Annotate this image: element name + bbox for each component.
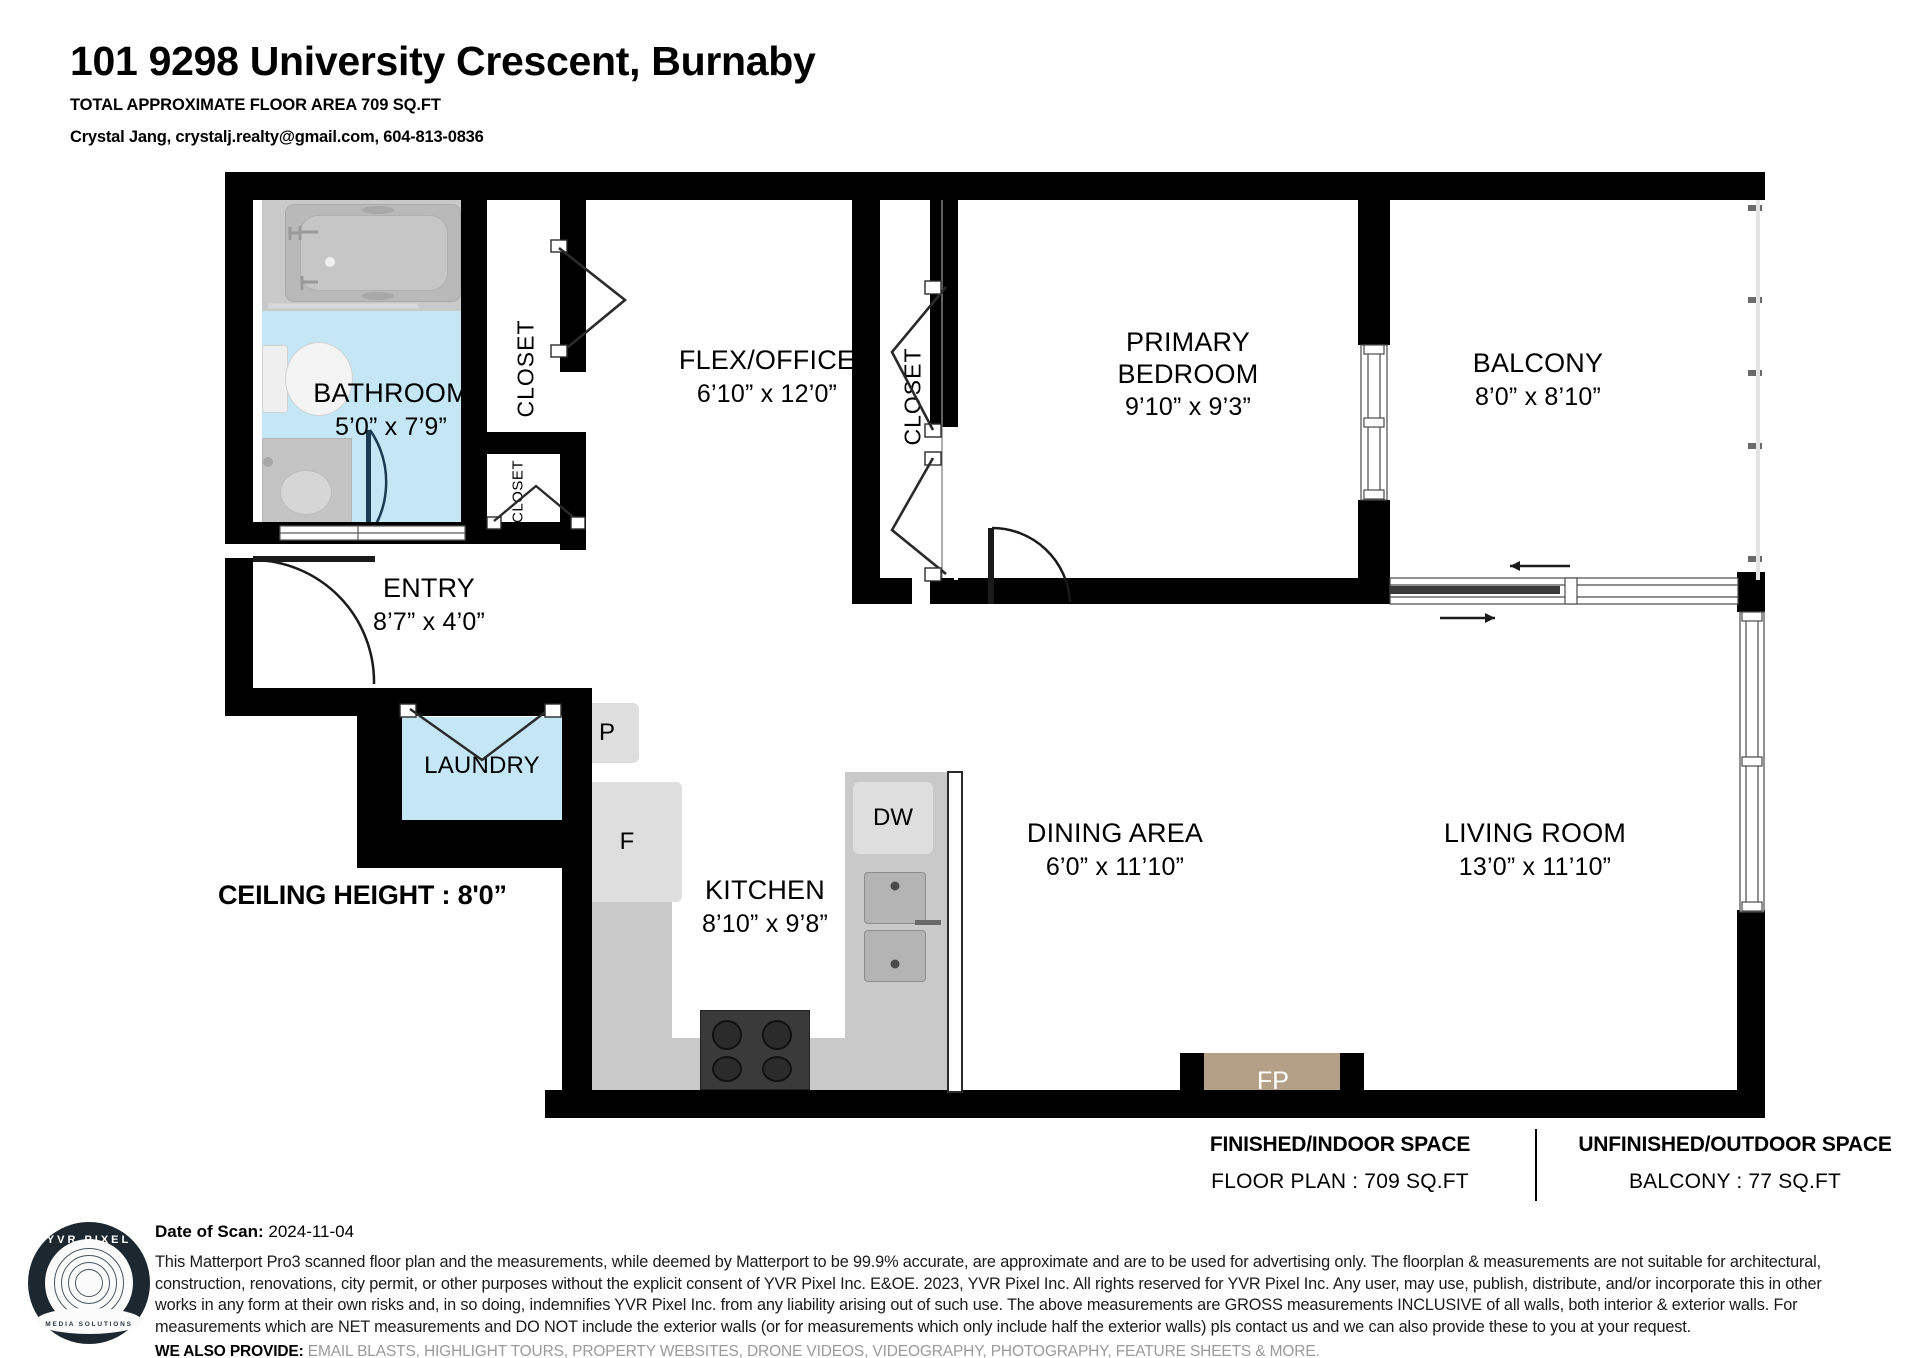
room-label-flex: FLEX/OFFICE 6’10” x 12’0” xyxy=(637,345,897,409)
room-name-living: LIVING ROOM xyxy=(1443,818,1627,848)
room-dim-entry: 8’7” x 4’0” xyxy=(373,607,485,636)
window-bedroom-balcony-slider xyxy=(1361,345,1387,500)
room-name-primary-line2: BEDROOM xyxy=(1117,358,1259,389)
services-line: WE ALSO PROVIDE: EMAIL BLASTS, HIGHLIGHT… xyxy=(155,1343,1895,1358)
room-label-balcony: BALCONY 8’0” x 8’10” xyxy=(1408,348,1668,412)
wall-bathroom-bottom xyxy=(225,522,475,544)
room-label-laundry: LAUNDRY xyxy=(392,752,572,780)
closet-label-entry-small: CLOSET xyxy=(509,460,527,524)
ceiling-height-note: CEILING HEIGHT : 8'0” xyxy=(218,880,507,910)
room-dim-bathroom: 5’0” x 7’9” xyxy=(335,412,447,441)
floor-plan-drawing: BATHROOM 5’0” x 7’9” CLOSET CLOSET CLOSE… xyxy=(218,172,1765,1118)
toilet-tank xyxy=(262,345,288,413)
room-name-flex: FLEX/OFFICE xyxy=(678,345,856,375)
wall-closet-small-left xyxy=(461,450,487,544)
page-title: 101 9298 University Crescent, Burnaby xyxy=(70,38,816,84)
pantry-label: P xyxy=(598,719,615,746)
wall-bedroom-closet-right xyxy=(930,172,958,427)
room-label-dining: DINING AREA 6’0” x 11’10” xyxy=(980,818,1250,882)
room-label-entry: ENTRY 8’7” x 4’0” xyxy=(319,573,539,637)
wall-laundry-top xyxy=(357,688,592,716)
wall-balcony-right-top xyxy=(1737,172,1765,200)
agent-contact: Crystal Jang, crystalj.realty@gmail.com,… xyxy=(70,128,484,146)
stove-burner-2 xyxy=(762,1020,792,1050)
disclaimer-line-1: This Matterport Pro3 scanned floor plan … xyxy=(155,1253,1822,1271)
wall-flex-bottom xyxy=(852,578,912,604)
closet-label-bedroom: CLOSET xyxy=(899,347,926,446)
room-dim-dining: 6’0” x 11’10” xyxy=(1045,852,1185,881)
total-area-subtitle: TOTAL APPROXIMATE FLOOR AREA 709 SQ.FT xyxy=(70,96,441,114)
room-dim-living: 13’0” x 11’10” xyxy=(1458,852,1612,881)
wall-entry-left xyxy=(225,558,253,688)
room-name-bathroom: BATHROOM xyxy=(313,378,469,408)
wall-exterior-left-upper xyxy=(225,172,253,544)
room-name-balcony: BALCONY xyxy=(1472,348,1604,378)
disclaimer-line-3: works in any form at their own risks and… xyxy=(155,1296,1798,1315)
stove-burner-1 xyxy=(712,1020,742,1050)
wall-laundry-bottom xyxy=(357,820,562,868)
wall-closet-divider xyxy=(487,432,586,454)
wall-bedroom-bottom xyxy=(958,578,1388,604)
kitchen-sink-basin-bottom xyxy=(864,930,926,982)
wall-exterior-right-lower xyxy=(1737,910,1765,1118)
wall-flex-right xyxy=(852,172,880,602)
wall-balcony-living-divider xyxy=(1737,572,1765,612)
room-label-kitchen: KITCHEN 8’10” x 9’8” xyxy=(640,875,890,939)
services-value: EMAIL BLASTS, HIGHLIGHT TOURS, PROPERTY … xyxy=(307,1342,1320,1358)
wall-exterior-bottom xyxy=(545,1090,1765,1118)
room-dim-flex: 6’10” x 12’0” xyxy=(696,379,838,408)
room-name-entry: ENTRY xyxy=(382,573,476,603)
wall-closet-flex-right xyxy=(560,172,586,372)
room-name-laundry: LAUNDRY xyxy=(424,752,540,779)
wall-bedroom-balcony-top xyxy=(1358,200,1390,345)
legend-indoor-heading: FINISHED/INDOOR SPACE xyxy=(1209,1133,1471,1156)
scan-date-label: Date of Scan: xyxy=(155,1222,264,1241)
yvr-pixel-logo: YVR PIXEL MEDIA SOLUTIONS xyxy=(28,1222,150,1344)
wall-fireplace-right xyxy=(1340,1053,1364,1115)
legend-outdoor-value: BALCONY : 77 SQ.FT xyxy=(1628,1170,1842,1193)
legend-outdoor: UNFINISHED/OUTDOOR SPACE BALCONY : 77 SQ… xyxy=(1560,1133,1910,1194)
header: 101 9298 University Crescent, Burnaby TO… xyxy=(70,38,816,147)
services-label: WE ALSO PROVIDE: xyxy=(155,1342,304,1358)
legend-divider xyxy=(1535,1129,1537,1201)
toilet-bowl xyxy=(285,342,353,416)
wall-bedroom-balcony-bottom xyxy=(1358,500,1390,604)
room-name-kitchen: KITCHEN xyxy=(705,875,825,905)
room-label-bathroom: BATHROOM 5’0” x 7’9” xyxy=(291,378,491,442)
disclaimer-line-2: construction, renovations, city permit, … xyxy=(155,1274,1822,1293)
bathroom-sink xyxy=(280,470,332,515)
scan-date-value: 2024-11-04 xyxy=(268,1222,355,1241)
closet-label-flex: CLOSET xyxy=(512,319,539,418)
logo-text: YVR PIXEL xyxy=(46,1234,132,1246)
wall-laundry-right xyxy=(562,688,592,1118)
fridge-label: F xyxy=(619,828,635,855)
room-dim-balcony: 8’0” x 8’10” xyxy=(1474,382,1602,411)
logo-band xyxy=(36,1308,142,1334)
wall-closet-small-bottom xyxy=(487,522,586,544)
room-name-dining: DINING AREA xyxy=(1026,818,1204,848)
room-name-primary-line1: PRIMARY xyxy=(1126,327,1250,357)
disclaimer-block: Date of Scan: 2024-11-04 This Matterport… xyxy=(155,1222,1895,1358)
room-dim-kitchen: 8’10” x 9’8” xyxy=(701,909,829,938)
logo-spiral-3 xyxy=(68,1262,110,1304)
legend-indoor: FINISHED/INDOOR SPACE FLOOR PLAN : 709 S… xyxy=(1170,1133,1510,1194)
logo-subtext: MEDIA SOLUTIONS xyxy=(45,1321,133,1328)
wall-exterior-top xyxy=(225,172,1765,200)
room-dim-primary: 9’10” x 9’3” xyxy=(1124,393,1252,422)
wall-fireplace-left xyxy=(1180,1053,1204,1115)
stove-burner-4 xyxy=(762,1056,792,1082)
dishwasher-box xyxy=(853,782,933,854)
dishwasher-label: DW xyxy=(873,804,913,831)
kitchen-sink-basin-top xyxy=(864,872,926,924)
bathtub-basin xyxy=(300,215,448,291)
room-label-living: LIVING ROOM 13’0” x 11’10” xyxy=(1390,818,1680,882)
wall-living-top-left xyxy=(934,578,954,604)
stove-burner-3 xyxy=(712,1056,742,1082)
legend-outdoor-heading: UNFINISHED/OUTDOOR SPACE xyxy=(1578,1133,1892,1156)
logo-spiral-4 xyxy=(75,1269,103,1297)
disclaimer-line-4: measurements which are NET measurements … xyxy=(155,1318,1692,1337)
room-label-primary-bedroom: PRIMARY BEDROOM 9’10” x 9’3” xyxy=(1058,327,1318,422)
legend-indoor-value: FLOOR PLAN : 709 SQ.FT xyxy=(1211,1170,1469,1193)
scan-date: Date of Scan: 2024-11-04 xyxy=(155,1222,1895,1242)
